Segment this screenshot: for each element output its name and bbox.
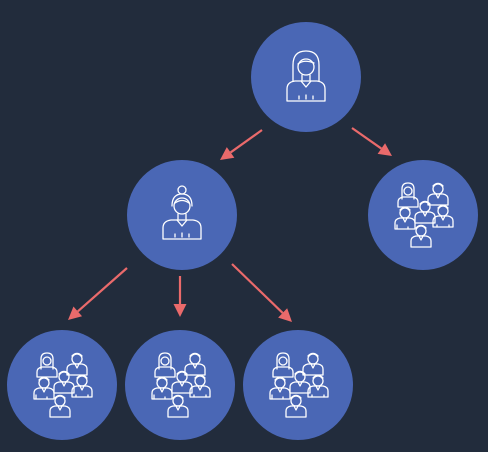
edges-layer [68, 127, 392, 322]
node-top-manager [251, 22, 361, 132]
arrow-middle-manager-to-team-bottom-2 [173, 276, 187, 317]
arrow-middle-manager-to-team-bottom-1 [68, 267, 128, 320]
arrow-head [173, 304, 187, 317]
node-circle [368, 160, 478, 270]
arrow-head [377, 143, 392, 156]
arrow-head [278, 308, 292, 322]
node-circle [125, 330, 235, 440]
arrow-shaft [231, 263, 284, 314]
node-circle [127, 160, 237, 270]
node-circle [251, 22, 361, 132]
node-team-bottom-1 [7, 330, 117, 440]
arrow-head [220, 147, 235, 160]
node-team-right [368, 160, 478, 270]
arrow-top-manager-to-team-right [351, 127, 392, 156]
node-team-bottom-2 [125, 330, 235, 440]
node-circle [7, 330, 117, 440]
arrow-shaft [351, 127, 382, 150]
node-circle [243, 330, 353, 440]
arrow-shaft [77, 267, 128, 313]
node-middle-manager [127, 160, 237, 270]
arrow-shaft [229, 129, 263, 154]
arrow-top-manager-to-middle-manager [220, 129, 263, 160]
node-team-bottom-3 [243, 330, 353, 440]
arrow-middle-manager-to-team-bottom-3 [231, 263, 292, 322]
arrow-head [68, 306, 83, 320]
